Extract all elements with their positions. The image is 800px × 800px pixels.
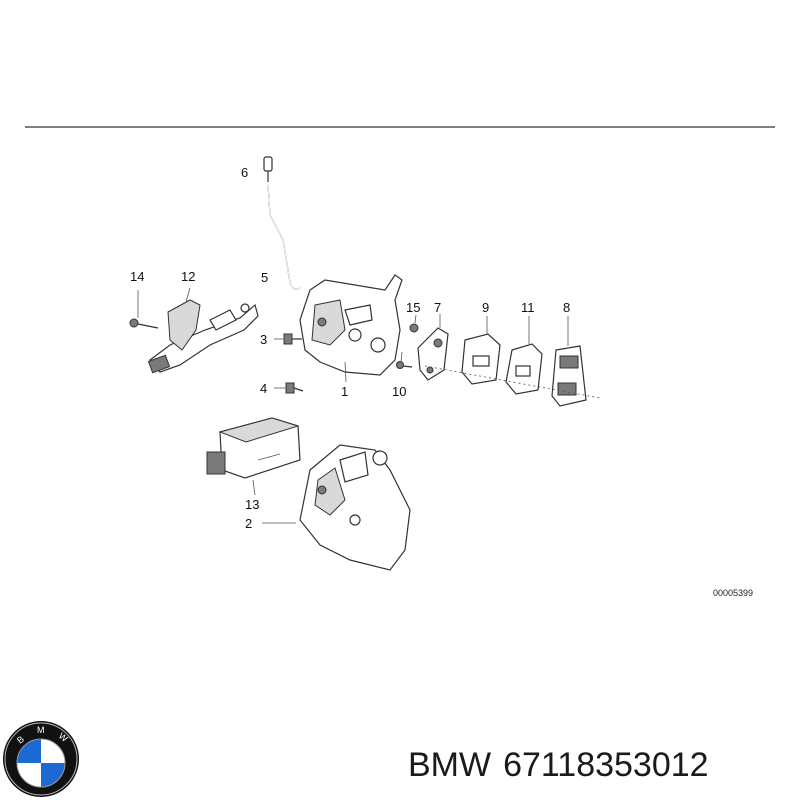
part-8-plate bbox=[551, 316, 587, 407]
part-2-lock bbox=[262, 444, 411, 571]
bmw-logo: B M W bbox=[3, 721, 79, 797]
callout-2: 2 bbox=[245, 516, 252, 531]
diagram-reference-code: 00005399 bbox=[713, 588, 753, 598]
part-caption: BMW 67118353012 bbox=[408, 740, 792, 790]
callout-14: 14 bbox=[130, 269, 144, 284]
part-6-pin bbox=[263, 156, 273, 182]
callout-4: 4 bbox=[260, 381, 267, 396]
callout-10: 10 bbox=[392, 384, 406, 399]
callout-1: 1 bbox=[341, 384, 348, 399]
part-9-plate bbox=[461, 316, 501, 385]
caption-part-number: 67118353012 bbox=[503, 746, 709, 784]
part-12-actuator bbox=[147, 299, 259, 374]
callout-7: 7 bbox=[434, 300, 441, 315]
part-15-clip bbox=[409, 314, 419, 333]
callout-9: 9 bbox=[482, 300, 489, 315]
callout-11: 11 bbox=[521, 300, 535, 315]
part-14-screw bbox=[129, 290, 159, 329]
callout-12: 12 bbox=[181, 269, 195, 284]
callout-13: 13 bbox=[245, 497, 259, 512]
part-7-bracket bbox=[417, 314, 449, 381]
caption-brand: BMW bbox=[408, 746, 492, 784]
callout-8: 8 bbox=[563, 300, 570, 315]
part-3-screw bbox=[274, 333, 302, 345]
callout-6: 6 bbox=[241, 165, 248, 180]
part-11-plate bbox=[505, 316, 543, 395]
part-1-lock bbox=[299, 274, 403, 383]
part-5-rod bbox=[267, 184, 301, 290]
callout-5: 5 bbox=[261, 270, 268, 285]
part-10-screw bbox=[396, 351, 413, 369]
part-4-screw bbox=[274, 382, 304, 394]
callout-15: 15 bbox=[406, 300, 420, 315]
part-13-module bbox=[206, 417, 301, 496]
callout-3: 3 bbox=[260, 332, 267, 347]
svg-text:M: M bbox=[37, 725, 45, 735]
svg-text:B: B bbox=[15, 734, 26, 746]
